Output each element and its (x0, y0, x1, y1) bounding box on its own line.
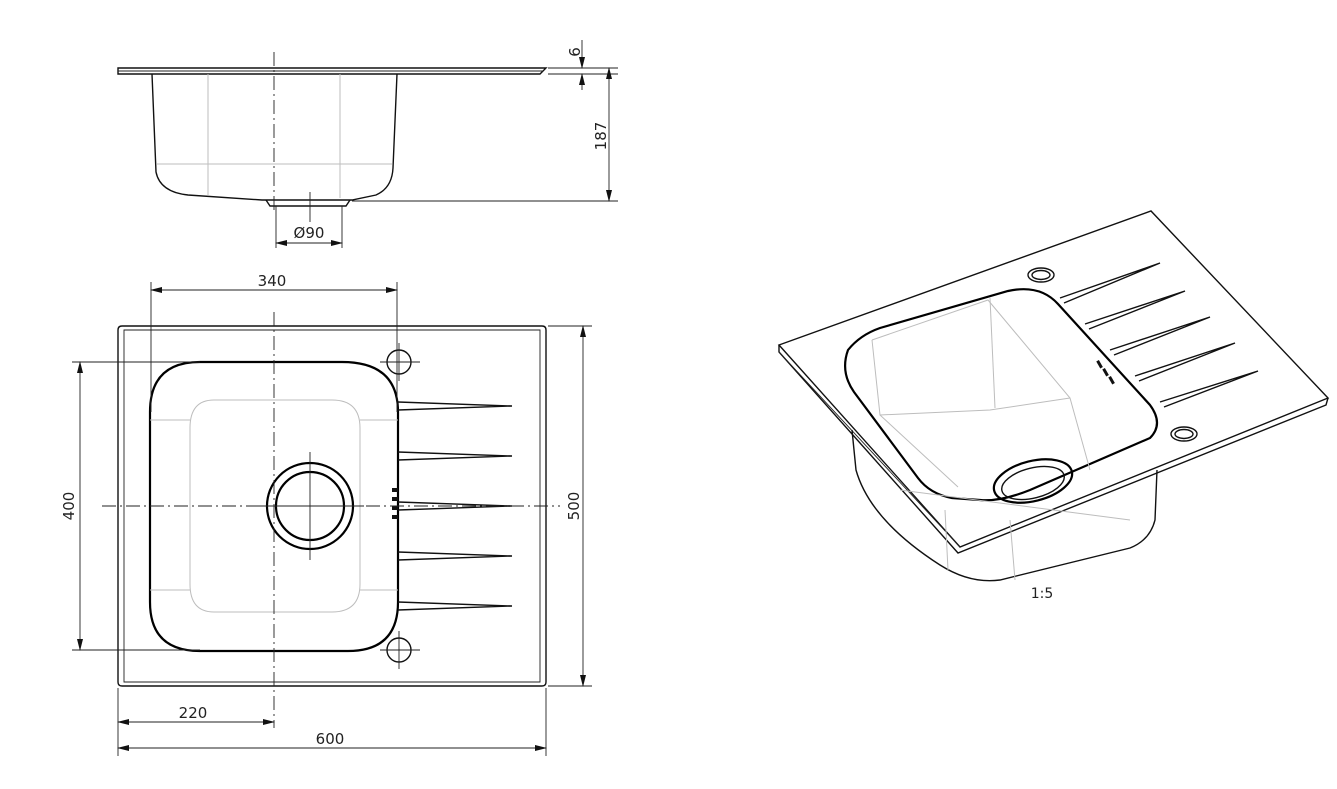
dim-overall-width: 500 (565, 492, 583, 521)
dim-drain-diameter: Ø90 (294, 224, 325, 242)
dim-depth: 187 (592, 122, 610, 151)
dim-bowl-length: 400 (60, 492, 78, 521)
dim-bowl-width: 340 (258, 272, 287, 290)
iso-overflow-slots (1096, 360, 1115, 385)
iso-drainer-ribs (1059, 262, 1259, 408)
dim-drain-offset: 220 (179, 704, 208, 722)
overflow-slots (392, 488, 398, 519)
top-view: 340 400 500 220 600 (60, 272, 592, 756)
isometric-view: 1:5 (777, 210, 1330, 602)
side-view: 6 187 Ø90 (117, 40, 618, 248)
dim-overall-length: 600 (316, 730, 345, 748)
scale-label: 1:5 (1031, 586, 1054, 602)
dim-flange-thickness: 6 (566, 47, 584, 57)
